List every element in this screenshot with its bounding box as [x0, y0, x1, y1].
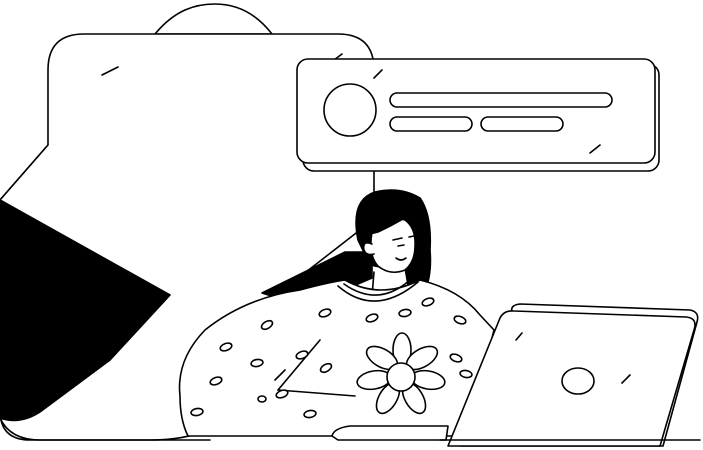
text-line-long [389, 92, 613, 108]
text-line-short-1 [389, 116, 473, 132]
laptop-icon [439, 303, 701, 447]
avatar-placeholder-icon [323, 83, 377, 137]
notification-card [296, 58, 660, 172]
envelope-black-fold [0, 199, 171, 422]
flower-icon [356, 332, 446, 415]
shirt-dots [190, 297, 473, 419]
text-line-short-2 [480, 116, 564, 132]
laptop-logo [561, 367, 595, 395]
person [178, 189, 495, 441]
envelope-back-flap [154, 3, 273, 35]
